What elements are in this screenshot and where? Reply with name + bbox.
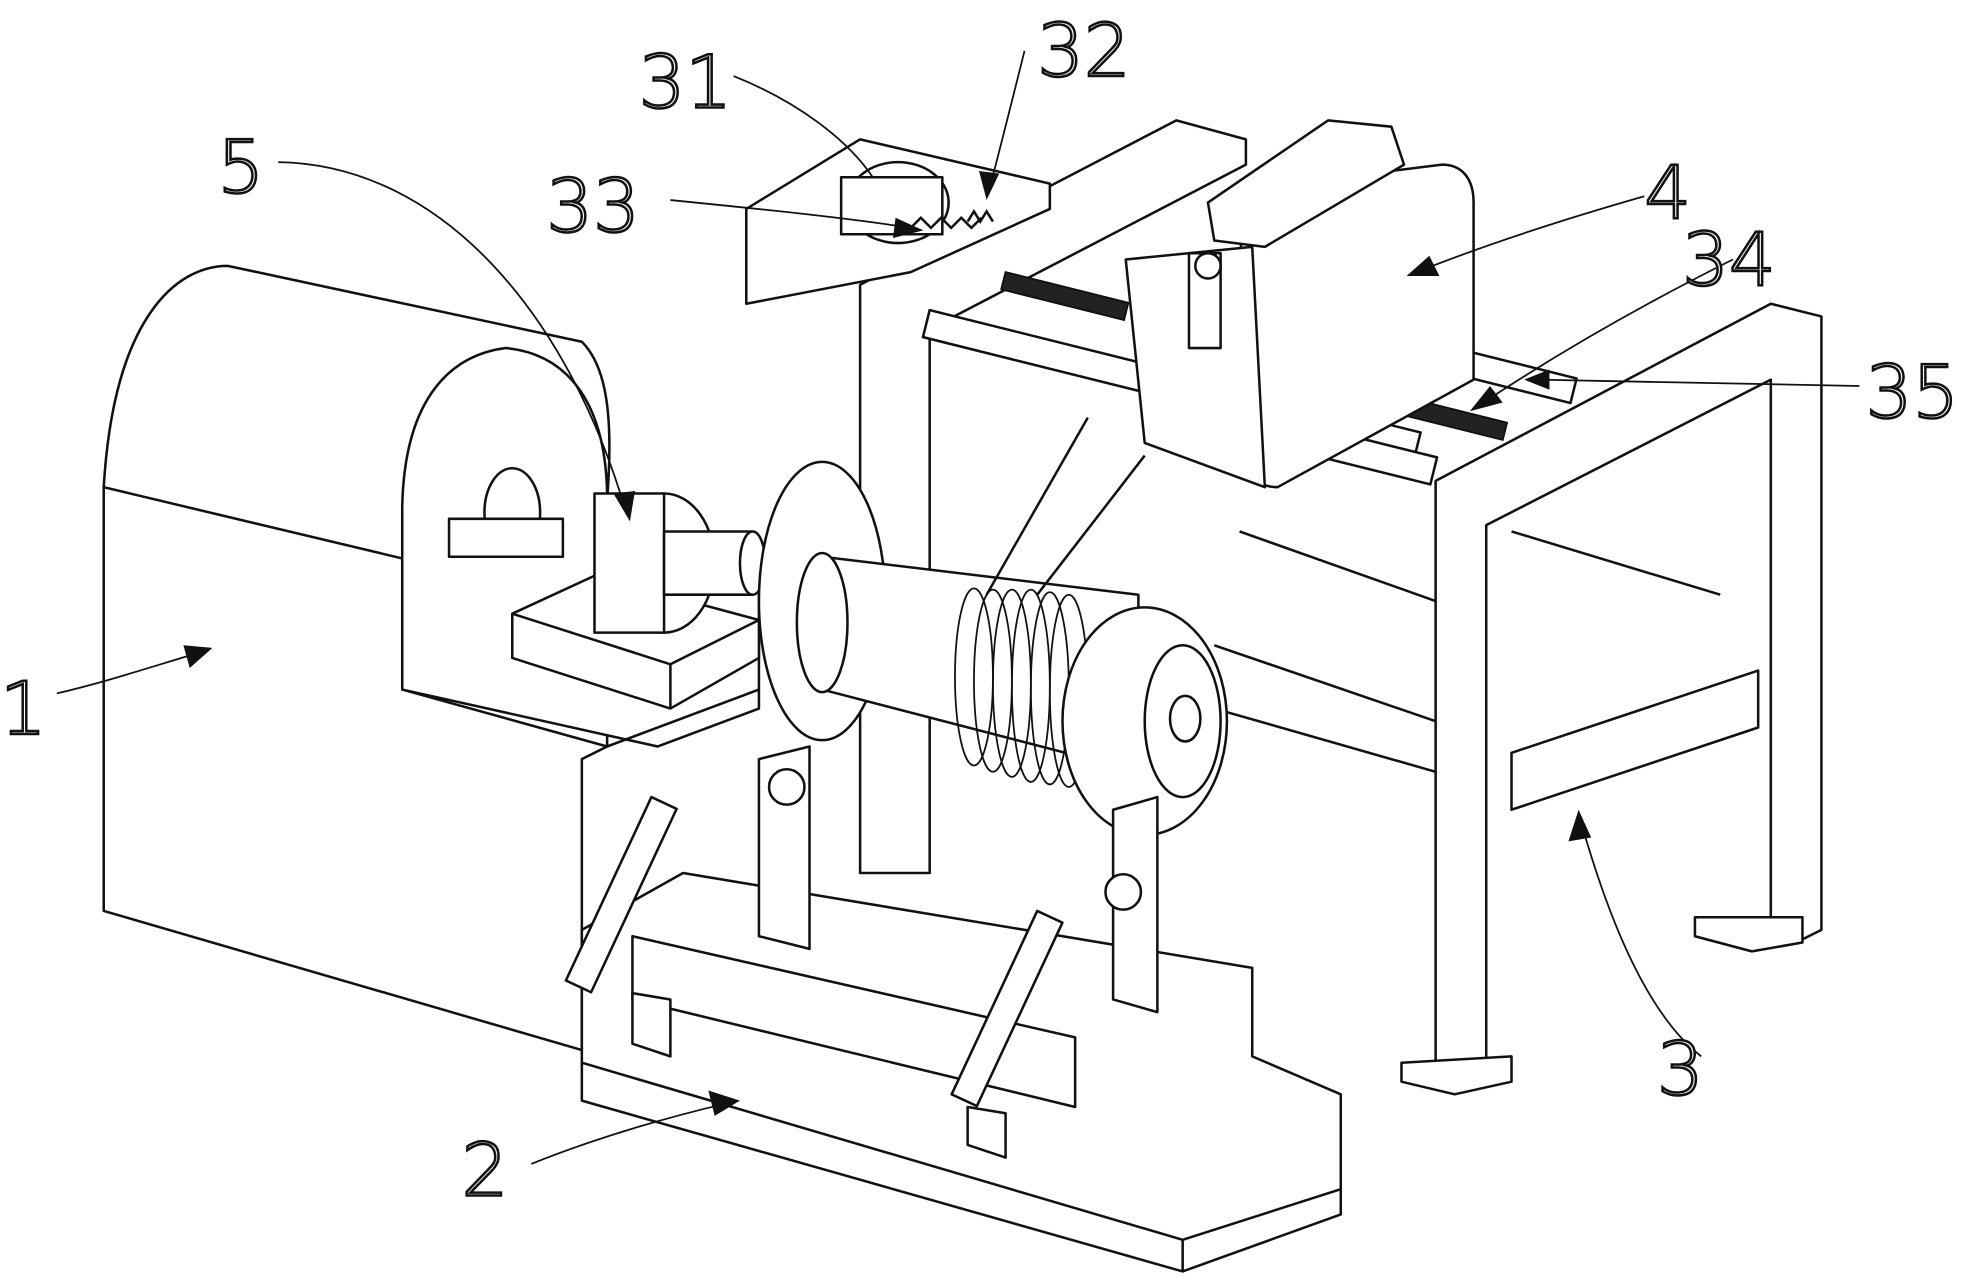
label-5: 5 — [218, 125, 265, 210]
label-33: 33 — [546, 165, 639, 250]
label-2: 2 — [462, 1129, 509, 1214]
label-34: 34 — [1682, 218, 1775, 303]
label-3: 3 — [1657, 1027, 1704, 1112]
label-32: 32 — [1037, 9, 1130, 94]
label-35: 35 — [1866, 351, 1959, 436]
lead-screw-34 — [1001, 272, 1128, 320]
label-1: 1 — [0, 667, 47, 752]
spool — [759, 418, 1227, 835]
base-part-2 — [566, 746, 1341, 1271]
label-31: 31 — [639, 41, 732, 126]
